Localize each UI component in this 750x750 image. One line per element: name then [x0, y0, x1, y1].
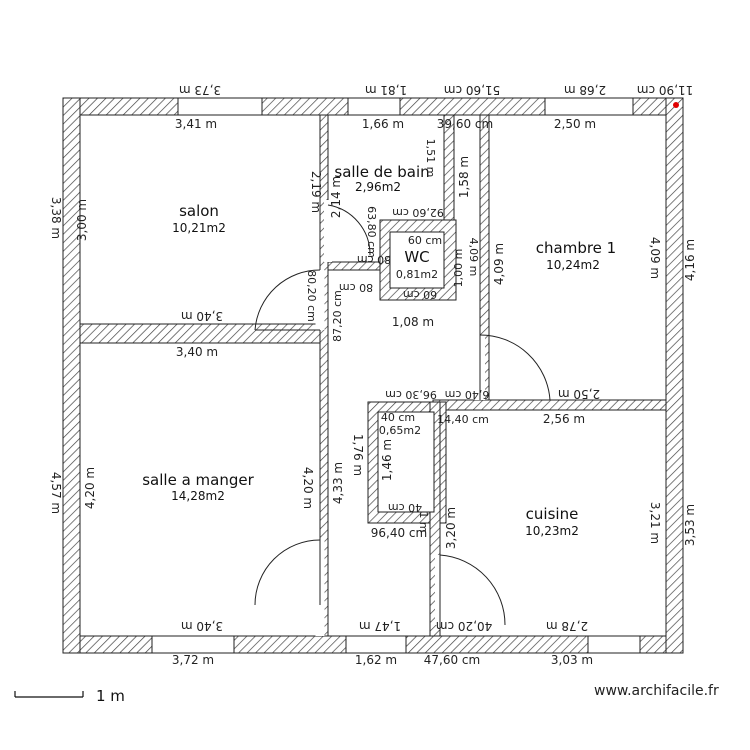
dim-top-inner-1: 3,41 m [175, 117, 217, 131]
dim-top-inner-2: 1,66 m [362, 117, 404, 131]
marker-dot [673, 102, 679, 108]
room-area-wc: 0,81m2 [396, 268, 438, 281]
dim-bot-inner-2: 1,47 m [359, 619, 401, 633]
dim-left-inner-2: 4,20 m [83, 467, 97, 509]
windows [151, 97, 641, 654]
dim-top-outer-5: 11,90 cm [637, 83, 693, 97]
room-name-chambre: chambre 1 [536, 239, 616, 257]
dim-pl-left2: 1,76 m [351, 434, 365, 476]
dim-hall-v3: 63,80 cm [365, 206, 378, 258]
room-area-placard: 0,65m2 [379, 424, 421, 437]
dim-wc-top: 60 cm [408, 234, 442, 247]
dim-bot-outer-3: 47,60 cm [424, 653, 480, 667]
room-area-salle-manger: 14,28m2 [171, 489, 225, 503]
dim-pl-left: 1,46 m [380, 439, 394, 481]
dim-wc-right: 1,00 m [452, 249, 465, 288]
dim-sdb-left: 2,14 m [329, 176, 343, 218]
dim-top-outer-2: 1,81 m [365, 83, 407, 97]
dim-cuis-left: 3,20 m [444, 507, 458, 549]
dim-bot-inner-1: 3,40 m [181, 619, 223, 633]
dim-wc-right2: 4,09 m [467, 238, 480, 277]
dim-bot-outer-2: 1,62 m [355, 653, 397, 667]
dim-wc-bottom: 1,08 m [392, 315, 434, 329]
dim-top-outer-3: 51,60 cm [444, 83, 500, 97]
room-name-sdb: salle de bain [334, 163, 429, 181]
dim-left-outer-2: 4,57 m [49, 472, 63, 514]
dim-ch-left: 4,09 m [492, 243, 506, 285]
doors [254, 200, 551, 636]
dim-salon-bottom: 3,40 m [181, 309, 223, 323]
room-area-salon: 10,21m2 [172, 221, 226, 235]
dim-wc-left2: 80 cm [339, 281, 373, 294]
dim-right-inner-2: 3,21 m [648, 502, 662, 544]
dim-bot-inner-4: 2,78 m [546, 619, 588, 633]
dim-right-outer-2: 3,53 m [683, 504, 697, 546]
dim-bot-outer-1: 3,72 m [172, 653, 214, 667]
dim-salon-right: 2,19 m [309, 171, 323, 213]
credit-text: www.archifacile.fr [594, 683, 719, 699]
dim-hall-v2: 87,20 cm [331, 290, 344, 342]
dim-pl-bottom2: 96,40 cm [371, 526, 427, 540]
room-name-salle-manger: salle a manger [142, 471, 254, 489]
dim-sdb-right: 1,58 m [457, 156, 471, 198]
dim-pl-bottom: 40 cm [388, 501, 422, 514]
scale-bar [14, 691, 84, 698]
dim-right-outer-1: 4,16 m [683, 239, 697, 281]
room-name-cuisine: cuisine [526, 505, 579, 523]
dim-mid-b: 6,40 cm [445, 388, 490, 401]
room-name-salon: salon [179, 202, 219, 220]
room-area-chambre: 10,24m2 [546, 258, 600, 272]
dim-cuis-left2: 1 m [417, 511, 430, 532]
dim-top-outer-4: 2,68 m [564, 83, 606, 97]
dim-sdb-right2: 1,51 m [424, 139, 437, 178]
dim-left-inner-1: 3,00 m [75, 199, 89, 241]
dim-mid-a: 96,30 cm [385, 388, 437, 401]
dim-ch-bottom: 2,50 m [558, 387, 600, 401]
dim-salle-top: 3,40 m [176, 345, 218, 359]
dim-wc-left: 80 cm [357, 253, 391, 266]
wall-voids [377, 231, 445, 513]
dim-bot-inner-3: 40,20 cm [436, 619, 492, 633]
dim-top-inner-4: 2,50 m [554, 117, 596, 131]
dim-bot-outer-4: 3,03 m [551, 653, 593, 667]
dim-top-inner-3: 39,60 cm [437, 117, 493, 131]
dim-mid-d: 40 cm [381, 411, 415, 424]
dim-mid-c: 14,40 cm [437, 413, 489, 426]
room-area-sdb: 2,96m2 [355, 180, 401, 194]
dim-right-inner-1: 4,09 m [648, 237, 662, 279]
dim-wc-b: 60 cm [403, 288, 437, 301]
dim-top-outer-1: 3,73 m [179, 83, 221, 97]
scale-label: 1 m [96, 687, 125, 705]
dim-left-outer-1: 3,38 m [49, 197, 63, 239]
dim-hall-left: 4,33 m [331, 462, 345, 504]
dim-hall-v1: 80,20 cm [305, 270, 318, 322]
dim-cuis-top: 2,56 m [543, 412, 585, 426]
room-area-cuisine: 10,23m2 [525, 524, 579, 538]
room-name-wc: WC [404, 248, 429, 266]
dim-sdb-bottom: 92,60 cm [392, 206, 444, 219]
dim-sm-right: 4,20 m [301, 467, 315, 509]
